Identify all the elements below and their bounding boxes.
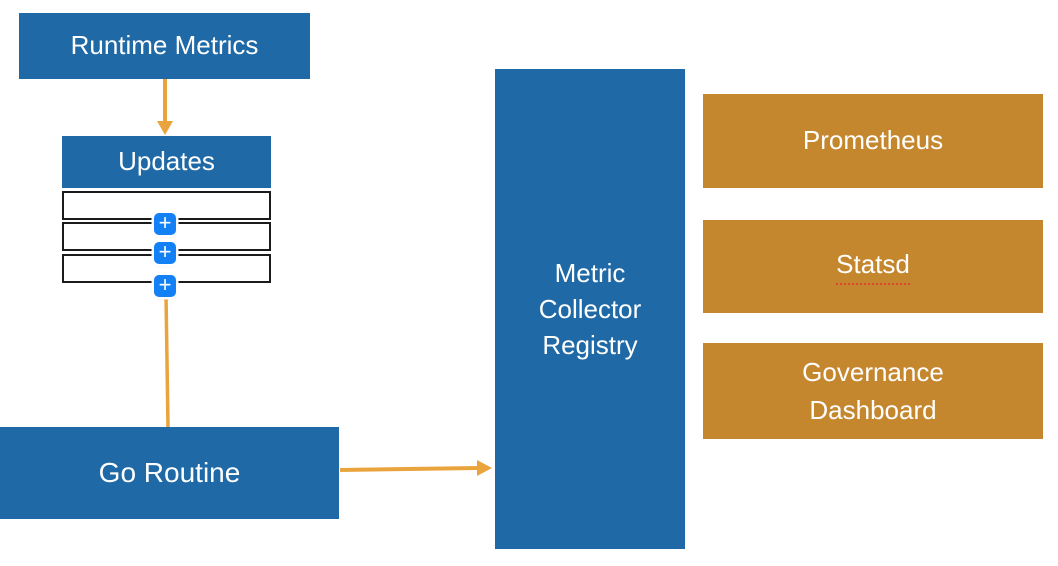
connector-updates-to-goroutine — [164, 294, 170, 428]
node-label: Governance Dashboard — [802, 353, 944, 429]
node-governance-dashboard: Governance Dashboard — [703, 343, 1043, 439]
node-updates: Updates — [62, 136, 271, 188]
node-label: Metric Collector Registry — [539, 255, 642, 363]
node-label-line: Governance — [802, 357, 944, 387]
plus-icon: + — [158, 239, 172, 264]
node-label: Go Routine — [98, 456, 241, 488]
add-metric-button[interactable]: + — [154, 210, 176, 235]
node-label-line: Registry — [542, 330, 638, 360]
node-label: Statsd — [836, 248, 910, 285]
node-go-routine: Go Routine — [0, 427, 339, 519]
plus-icon: + — [158, 210, 172, 235]
add-metric-button[interactable]: + — [154, 239, 176, 264]
node-label: Runtime Metrics — [70, 30, 259, 61]
node-runtime-metrics: Runtime Metrics — [19, 13, 310, 79]
node-label-line: Dashboard — [809, 395, 937, 425]
add-metric-button[interactable]: + — [154, 272, 176, 297]
node-label: Prometheus — [802, 125, 944, 156]
node-metric-collector-registry: Metric Collector Registry — [495, 69, 685, 549]
node-statsd: Statsd — [703, 220, 1043, 313]
arrow-goroutine-to-registry — [339, 460, 492, 476]
node-label-line: Collector — [538, 294, 642, 324]
node-prometheus: Prometheus — [703, 94, 1043, 188]
plus-icon: + — [158, 272, 172, 297]
node-label: Updates — [118, 146, 215, 177]
arrow-runtime-to-updates — [157, 79, 173, 135]
node-label-line: Metric — [554, 258, 626, 288]
